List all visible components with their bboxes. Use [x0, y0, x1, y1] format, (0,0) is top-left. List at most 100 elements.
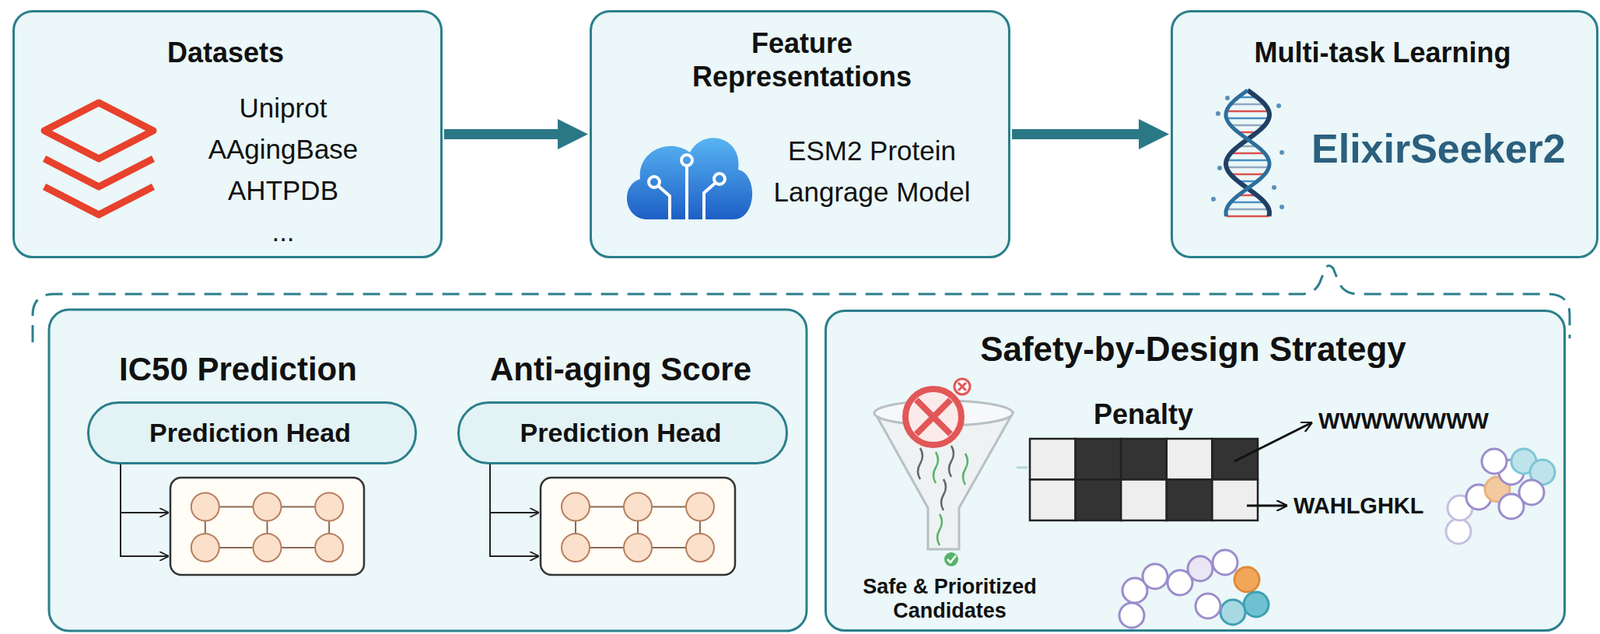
network-neuron [191, 493, 220, 522]
dna-rung [1230, 152, 1265, 155]
datasets-box: DatasetsUniprot AAgingBase AHTPDB ... [12, 10, 443, 259]
penalty-cell [1075, 438, 1122, 480]
penalty-cell [1120, 438, 1167, 480]
penalty-leader [1246, 504, 1288, 508]
dna-dot [1279, 204, 1285, 210]
layer-bottom [44, 186, 154, 215]
molecule-bead [1119, 602, 1145, 628]
funnel-strand [962, 453, 968, 485]
molecule-bead [1212, 549, 1238, 575]
head-stem [120, 464, 169, 557]
molecule-bead [1220, 599, 1246, 625]
molecule-bead [1498, 493, 1524, 519]
head-connector [490, 464, 540, 557]
small-cross [958, 382, 967, 391]
molecule-bead [1187, 556, 1213, 582]
dna-strand [1225, 90, 1270, 217]
dna-dot [1215, 111, 1221, 116]
funnel-strand [948, 445, 954, 477]
molecule-bead [1234, 567, 1260, 592]
penalty-cell [1166, 438, 1213, 480]
cloud-icon [626, 137, 753, 220]
head-branch [490, 511, 540, 514]
molecule-bead [1445, 518, 1471, 544]
network-neuron [623, 533, 652, 562]
prediction-head: Prediction Head [87, 401, 417, 465]
model-box: Multi-task LearningElixirSeeker2 [1170, 10, 1599, 259]
penalty-leader [1234, 422, 1313, 462]
network-neuron [191, 533, 220, 562]
safety-panel: Safety-by-Design StrategyPenalty WWWWWWWW… [824, 309, 1566, 632]
network-neuron [686, 493, 715, 522]
model-name: ESM2 Protein Langrage Model [747, 129, 997, 213]
layer-top [44, 102, 154, 159]
network-neuron [561, 533, 590, 562]
panel-heading: Safety-by-Design Strategy [826, 329, 1560, 370]
dna-dot [1225, 95, 1230, 101]
layer-middle [44, 158, 154, 187]
layers-icon [44, 102, 154, 215]
prediction-panel [49, 309, 807, 631]
dna-dot [1276, 103, 1282, 109]
head-connector [120, 464, 169, 557]
head-label: Prediction Head [459, 416, 782, 449]
dna-rung [1226, 208, 1269, 211]
dna-rung [1226, 110, 1270, 113]
dna-dot [1271, 185, 1277, 190]
network-neuron [315, 533, 344, 562]
penalty-cell [1075, 479, 1122, 522]
task-group: IC50 PredictionPrediction Head [55, 332, 428, 582]
circuit-node [648, 176, 660, 188]
dna-dot [1217, 165, 1222, 171]
molecule-bead [1142, 563, 1168, 589]
grid-label: Penalty [1065, 398, 1222, 431]
peptide-molecules [1119, 448, 1555, 628]
feature-box: Feature RepresentationsESM2 Protein Lang… [589, 10, 1011, 259]
head-stem [490, 464, 540, 557]
box-heading: Multi-task Learning [1172, 35, 1593, 70]
network-neuron [253, 533, 282, 562]
dataset-list: Uniprot AAgingBase AHTPDB ... [189, 87, 377, 253]
sequence-label: WWWWWWWW [1318, 407, 1489, 435]
network-neuron [686, 533, 715, 562]
box-heading: Datasets [14, 35, 437, 70]
cloud-shape [626, 137, 753, 220]
dna-rung [1226, 215, 1270, 218]
prediction-head: Prediction Head [457, 401, 788, 465]
model-logo-text: ElixirSeeker2 [1311, 124, 1566, 173]
molecule-bead [1481, 448, 1507, 474]
dna-strand [1225, 90, 1270, 217]
network-frame [540, 477, 736, 575]
funnel-to-grid [1016, 466, 1028, 470]
task-heading: Anti-aging Score [437, 350, 804, 389]
dna-rung [1230, 201, 1264, 204]
dna-rung [1226, 166, 1270, 169]
head-label: Prediction Head [89, 416, 411, 449]
sequence-label: WAHLGHKL [1293, 492, 1425, 520]
flow-arrow [444, 129, 558, 140]
penalty-cell [1211, 438, 1258, 480]
task-group: Anti-aging ScorePrediction Head [437, 332, 810, 582]
task-heading: IC50 Prediction [55, 350, 421, 389]
circuit-line [657, 164, 717, 220]
dna-icon [1211, 90, 1285, 217]
penalty-grid [1029, 422, 1313, 521]
head-branch [120, 511, 169, 514]
molecule-bead [1195, 593, 1221, 619]
network-frame [170, 477, 365, 575]
network-icon [170, 477, 365, 575]
flow-arrow [1011, 129, 1139, 140]
network-icon [540, 477, 736, 575]
dna-dot [1211, 196, 1216, 202]
funnel-illustration [874, 378, 1028, 567]
circuit-node [714, 173, 725, 185]
box-heading: Feature Representations [661, 26, 942, 94]
funnel-strand [937, 514, 942, 546]
circuit-node [681, 154, 693, 166]
penalty-cell [1120, 479, 1167, 522]
network-neuron [561, 493, 590, 522]
network-neuron [253, 493, 282, 522]
reject-cross [916, 399, 951, 435]
dna-rung [1226, 159, 1270, 162]
